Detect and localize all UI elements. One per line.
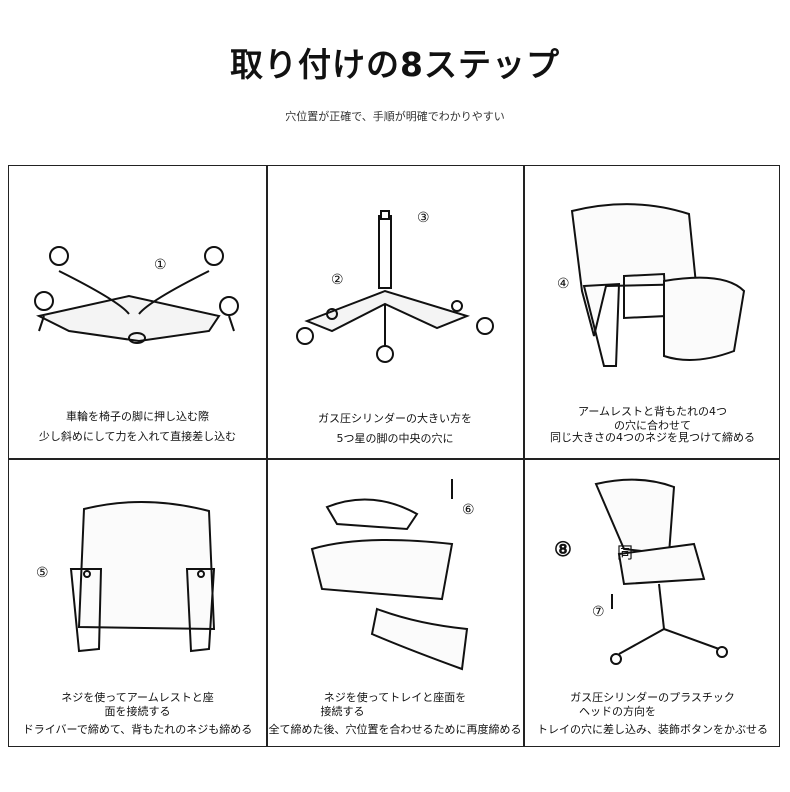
step-marker: ⑧ [554, 537, 572, 561]
step-label: 同 [617, 543, 634, 562]
step-marker: ⑦ [592, 604, 605, 620]
caption-line: ドライバーで締めて、背もたれのネジも締める [22, 723, 253, 736]
caption-line: 全て締めた後、穴位置を合わせるために再度締める [268, 723, 522, 736]
caption-line: ガス圧シリンダーの大きい方を [318, 412, 472, 425]
step-6-cell: ⑧ 同 ⑦ ガス圧シリンダーのプラスチック ヘッドの方向を トレイの穴に差し込み… [524, 459, 781, 747]
caption-line: 車輪を椅子の脚に押し込む際 [66, 410, 209, 423]
step-marker: ④ [557, 276, 570, 292]
step-5-cell: ⑥ ネジを使ってトレイと座面を 接続する 全て締めた後、穴位置を合わせるために再… [267, 459, 523, 747]
step-caption: ガス圧シリンダーの大きい方を 5つ星の脚の中央の穴に [267, 412, 523, 446]
step-marker: ① [154, 257, 167, 273]
caption-line: ネジを使ってトレイと座面を [323, 691, 467, 704]
page-subtitle: 穴位置が正確で、手順が明確でわかりやすい [285, 110, 505, 123]
caption-line: 接続する [320, 705, 365, 718]
page-title: 取り付けの8ステップ [230, 45, 560, 84]
caption-line: 少し斜めにして力を入れて直接差し込む [38, 430, 237, 443]
divider [9, 458, 779, 460]
step-marker: ⑤ [36, 565, 49, 581]
step-2-cell: ② ③ ガス圧シリンダーの大きい方を 5つ星の脚の中央の穴に [267, 166, 523, 458]
steps-grid: ① 車輪を椅子の脚に押し込む際 少し斜めにして力を入れて直接差し込む ② ③ ガ… [8, 165, 780, 747]
seat-armrest-illustration [69, 501, 216, 653]
caption-line: の穴に合わせて [614, 419, 691, 432]
caption-line: 同じ大きさの4つのネジを見つけて締める [550, 431, 755, 444]
step-3-cell: ④ アームレストと背もたれの4つ の穴に合わせて 同じ大きさの4つのネジを見つけ… [524, 166, 781, 458]
tray-seat-illustration [310, 479, 469, 671]
caption-line: トレイの穴に差し込み、装飾ボタンをかぶせる [537, 723, 768, 736]
backrest-armrest-illustration [570, 203, 746, 367]
caption-line: アームレストと背もたれの4つ [577, 405, 727, 418]
step-4-cell: ⑤ ネジを使ってアームレストと座 面を接続する ドライバーで締めて、背もたれのネ… [9, 459, 266, 747]
step-caption: 車輪を椅子の脚に押し込む際 少し斜めにして力を入れて直接差し込む [9, 410, 266, 444]
gas-cylinder-illustration [296, 210, 494, 363]
caster-base-illustration [34, 246, 239, 344]
caption-line: 5つ星の脚の中央の穴に [336, 432, 454, 445]
divider [523, 166, 525, 746]
step-marker: ⑥ [462, 502, 475, 518]
step-caption: ネジを使ってアームレストと座 面を接続する ドライバーで締めて、背もたれのネジも… [9, 691, 266, 737]
caption-line: ガス圧シリンダーのプラスチック [570, 691, 735, 704]
step-caption: アームレストと背もたれの4つ の穴に合わせて 同じ大きさの4つのネジを見つけて締… [524, 405, 781, 445]
divider [266, 166, 268, 746]
full-chair-illustration [594, 478, 728, 665]
caption-line: ヘッドの方向を [579, 705, 656, 718]
step-marker: ② [331, 272, 344, 288]
step-caption: ガス圧シリンダーのプラスチック ヘッドの方向を トレイの穴に差し込み、装飾ボタン… [524, 691, 781, 737]
caption-line: 面を接続する [104, 705, 171, 718]
step-1-cell: ① 車輪を椅子の脚に押し込む際 少し斜めにして力を入れて直接差し込む [9, 166, 266, 458]
caption-line: ネジを使ってアームレストと座 [61, 691, 214, 704]
step-caption: ネジを使ってトレイと座面を 接続する 全て締めた後、穴位置を合わせるために再度締… [267, 691, 523, 737]
step-marker: ③ [417, 210, 430, 226]
